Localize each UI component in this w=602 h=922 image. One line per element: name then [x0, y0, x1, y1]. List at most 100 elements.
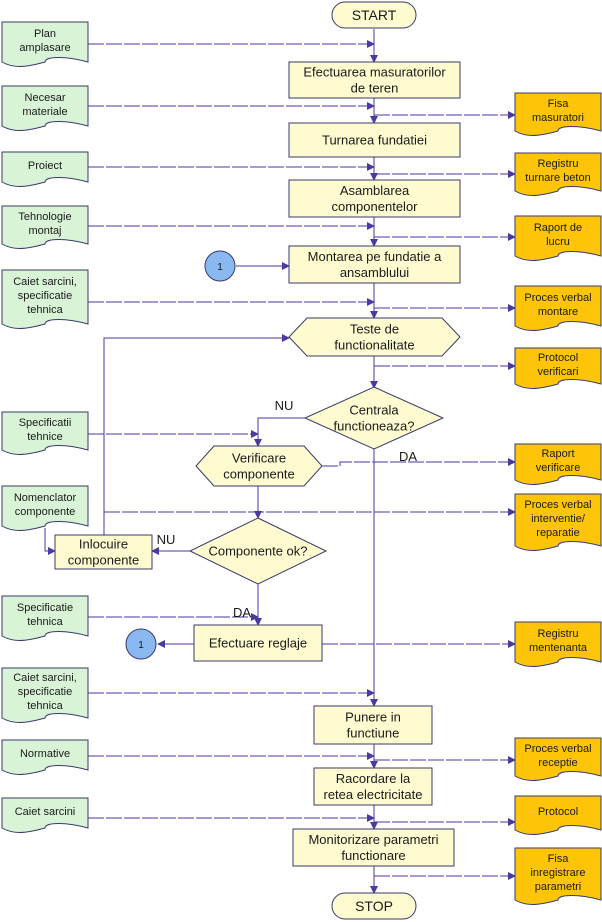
input-caiet3: Caiet sarcini [1, 797, 89, 833]
output-fisa-param-text-1: inregistrare [530, 867, 585, 879]
input-nomenclator-text-1: componente [15, 506, 76, 518]
output-fisa-mas-text-0: Fisa [548, 98, 570, 110]
input-caiet1-text-2: tehnica [27, 304, 63, 316]
input-caiet1-text-1: specificatie [18, 290, 72, 302]
input-proiect: Proiect [1, 151, 89, 187]
input-caiet3-text-0: Caiet sarcini [15, 806, 76, 818]
edges [44, 29, 516, 894]
output-registru-beton-text-1: turnare beton [525, 172, 590, 184]
output-raport-lucru-text-1: lucru [546, 236, 570, 248]
output-raport-lucru-text-0: Raport de [534, 222, 582, 234]
output-fisa-mas-text-1: masuratori [532, 112, 584, 124]
input-specificatie: Specificatie tehnica [1, 595, 89, 641]
output-pv-montare-text-0: Proces verbal [524, 292, 591, 304]
process-punere-text-1: functiune [347, 726, 400, 741]
decision-centrala-text-1: functioneaza? [334, 419, 415, 434]
output-raport-verif-text-0: Raport [541, 448, 574, 460]
output-registru-beton-text-0: Registru [538, 158, 579, 170]
output-protocol-verif-text-1: verificari [538, 366, 579, 378]
output-fisa-mas: Fisa masuratori [514, 92, 602, 136]
input-nomenclator-text-0: Nomenclator [14, 492, 77, 504]
output-protocol-text-0: Protocol [538, 806, 578, 818]
process-masuratori-text-0: Efectuarea masuratorilor [303, 65, 446, 80]
output-fisa-param-text-0: Fisa [548, 853, 570, 865]
process-fundatie: Turnarea fundatiei [288, 122, 461, 158]
label-da-centrala: DA [399, 449, 417, 464]
input-caiet1: Caiet sarcini, specificatie tehnica [1, 269, 89, 329]
label-nu-centrala: NU [275, 398, 294, 413]
output-protocol: Protocol [514, 795, 602, 835]
label-nu-componente: NU [157, 532, 176, 547]
output-fisa-param: Fisa inregistrare parametri [514, 847, 602, 905]
input-normative: Normative [1, 739, 89, 775]
decision-centrala-text-0: Centrala [349, 403, 399, 418]
output-pv-montare: Proces verbal montare [514, 285, 602, 331]
input-normative-text-0: Normative [20, 748, 70, 760]
prep-verificare-text-0: Verificare [232, 451, 286, 466]
stop-terminal-text: STOP [355, 898, 393, 914]
process-racordare-text-1: retea electricitate [324, 787, 423, 802]
prep-teste-text-0: Teste de [350, 322, 399, 337]
edge-centrala-nu [254, 417, 305, 447]
output-protocol-verif: Protocol verificari [514, 347, 602, 389]
start-terminal: START [331, 1, 417, 29]
input-caiet1-text-0: Caiet sarcini, [13, 276, 77, 288]
input-specificatii-text-0: Specificatii [19, 417, 72, 429]
connector-1-top-text: 1 [217, 262, 223, 273]
input-proiect-text-0: Proiect [28, 160, 62, 172]
prep-teste-text-1: functionalitate [334, 338, 414, 353]
process-asamblare-text-0: Asamblarea [340, 183, 410, 198]
input-necesar: Necesar materiale [1, 85, 89, 131]
connector-1-bottom: 1 [125, 628, 157, 660]
process-racordare-text-0: Racordare la [336, 771, 411, 786]
process-reglaje: Efectuare reglaje [193, 624, 323, 662]
input-plan-text-1: amplasare [19, 42, 70, 54]
input-tehnologie-text-0: Tehnologie [18, 211, 71, 223]
process-punere-text-0: Punere in [345, 710, 401, 725]
process-montare-text-0: Montarea pe fundatie a [308, 249, 442, 264]
process-inlocuire-text-1: componente [68, 553, 140, 568]
label-da-componente: DA [233, 605, 251, 620]
output-raport-lucru: Raport de lucru [514, 215, 602, 261]
output-protocol-verif-text-0: Protocol [538, 352, 578, 364]
output-fisa-param-text-2: parametri [535, 881, 581, 893]
stop-terminal: STOP [331, 892, 417, 920]
process-asamblare-text-1: componentelor [332, 199, 419, 214]
connector-1-top: 1 [204, 250, 236, 282]
process-reglaje-text-0: Efectuare reglaje [209, 636, 307, 651]
process-monitorizare-text-0: Monitorizare parametri [308, 832, 438, 847]
decision-componente-ok: Componente ok? [188, 517, 328, 585]
output-pv-montare-text-1: montare [538, 306, 578, 318]
process-inlocuire-text-0: Inlocuire [79, 537, 128, 552]
input-caiet2-text-2: tehnica [27, 700, 63, 712]
output-raport-verif-text-1: verificare [536, 462, 581, 474]
input-necesar-text-0: Necesar [25, 92, 66, 104]
input-specificatie-text-0: Specificatie [17, 602, 73, 614]
input-necesar-text-1: materiale [22, 106, 67, 118]
edge-inloc-back [103, 334, 290, 540]
connector-1-bottom-text: 1 [138, 640, 144, 651]
input-nomenclator: Nomenclator componente [1, 485, 89, 531]
out-raport-verif [322, 458, 516, 467]
edge-nomenclator [44, 528, 56, 555]
input-specificatie-text-1: tehnica [27, 616, 63, 628]
output-pv-interventie-text-1: interventie/ [531, 513, 586, 525]
output-raport-verif: Raport verificare [514, 443, 602, 485]
input-caiet2-text-1: specificatie [18, 686, 72, 698]
start-terminal-text: START [352, 7, 397, 23]
